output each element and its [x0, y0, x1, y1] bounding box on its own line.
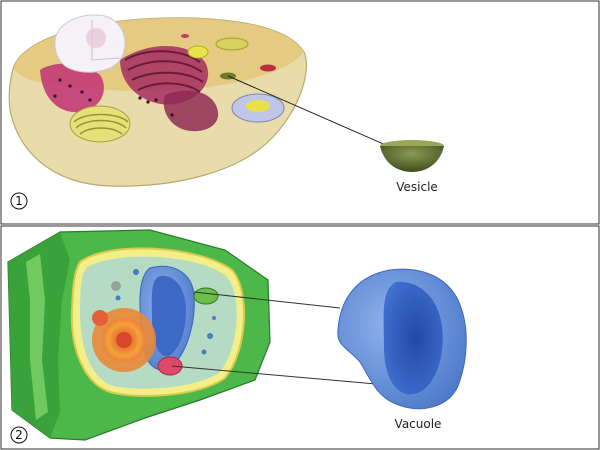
panel-number-badge-2: [10, 426, 28, 444]
plant-cell: [7, 229, 271, 441]
vacuole-label: Vacuole: [395, 417, 442, 431]
animal-cell: [8, 14, 307, 187]
vacuole-leader-line-bottom: [171, 365, 377, 385]
panel-number-1: 1: [15, 194, 23, 208]
panel-number-2: 2: [15, 428, 23, 442]
vesicle-enlarged: [380, 140, 444, 172]
vesicle-label: Vesicle: [396, 180, 438, 194]
panel-number-badge-1: [10, 192, 28, 210]
vesicle-leader-line: [227, 75, 389, 147]
vacuole-enlarged: [337, 268, 467, 410]
vacuole-leader-line-top: [193, 291, 341, 309]
